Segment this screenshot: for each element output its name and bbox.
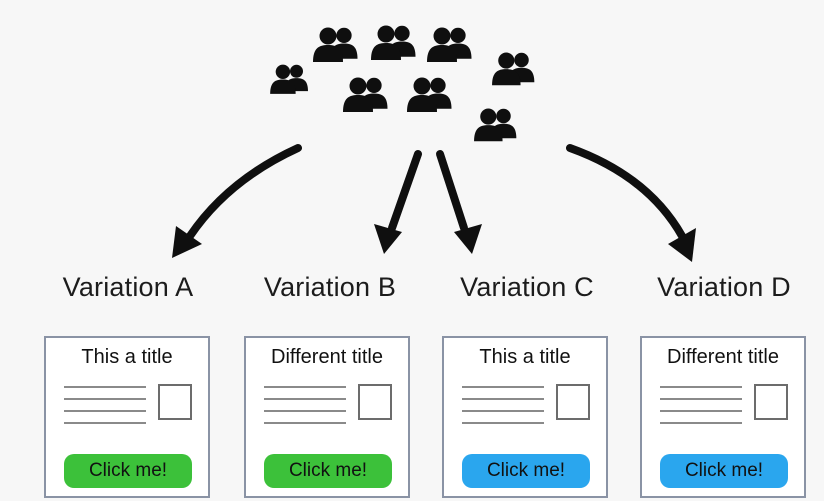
arrow-to-variation-d xyxy=(566,144,686,240)
click-me-button[interactable]: Click me! xyxy=(264,454,392,488)
arrow-to-variation-c xyxy=(436,150,468,232)
card-title: This a title xyxy=(479,346,571,368)
variation-d-label: Variation D xyxy=(657,272,791,302)
variation-c-label: Variation C xyxy=(460,272,594,302)
variation-c-card: This a title Click me! xyxy=(442,336,608,498)
variation-d-card: Different title Click me! xyxy=(640,336,806,498)
card-title: Different title xyxy=(667,346,779,368)
image-placeholder xyxy=(556,384,590,420)
text-lines xyxy=(264,386,346,426)
image-placeholder xyxy=(358,384,392,420)
people-group-icon xyxy=(270,26,534,142)
image-placeholder xyxy=(754,384,788,420)
variation-b-label: Variation B xyxy=(263,272,397,302)
variation-a-card: This a title Click me! xyxy=(44,336,210,498)
variation-b-card: Different title Click me! xyxy=(244,336,410,498)
text-lines xyxy=(462,386,544,426)
text-lines xyxy=(660,386,742,426)
arrow-to-variation-b xyxy=(388,150,422,232)
arrowhead-b xyxy=(374,224,402,254)
card-title: This a title xyxy=(81,346,173,368)
variation-a-label: Variation A xyxy=(62,272,194,302)
arrow-to-variation-a xyxy=(186,144,302,240)
click-me-button[interactable]: Click me! xyxy=(660,454,788,488)
card-title: Different title xyxy=(271,346,383,368)
click-me-button[interactable]: Click me! xyxy=(462,454,590,488)
arrowhead-d xyxy=(668,228,696,262)
arrowhead-a xyxy=(172,226,202,258)
image-placeholder xyxy=(158,384,192,420)
text-lines xyxy=(64,386,146,426)
arrowhead-c xyxy=(454,224,482,254)
click-me-button[interactable]: Click me! xyxy=(64,454,192,488)
